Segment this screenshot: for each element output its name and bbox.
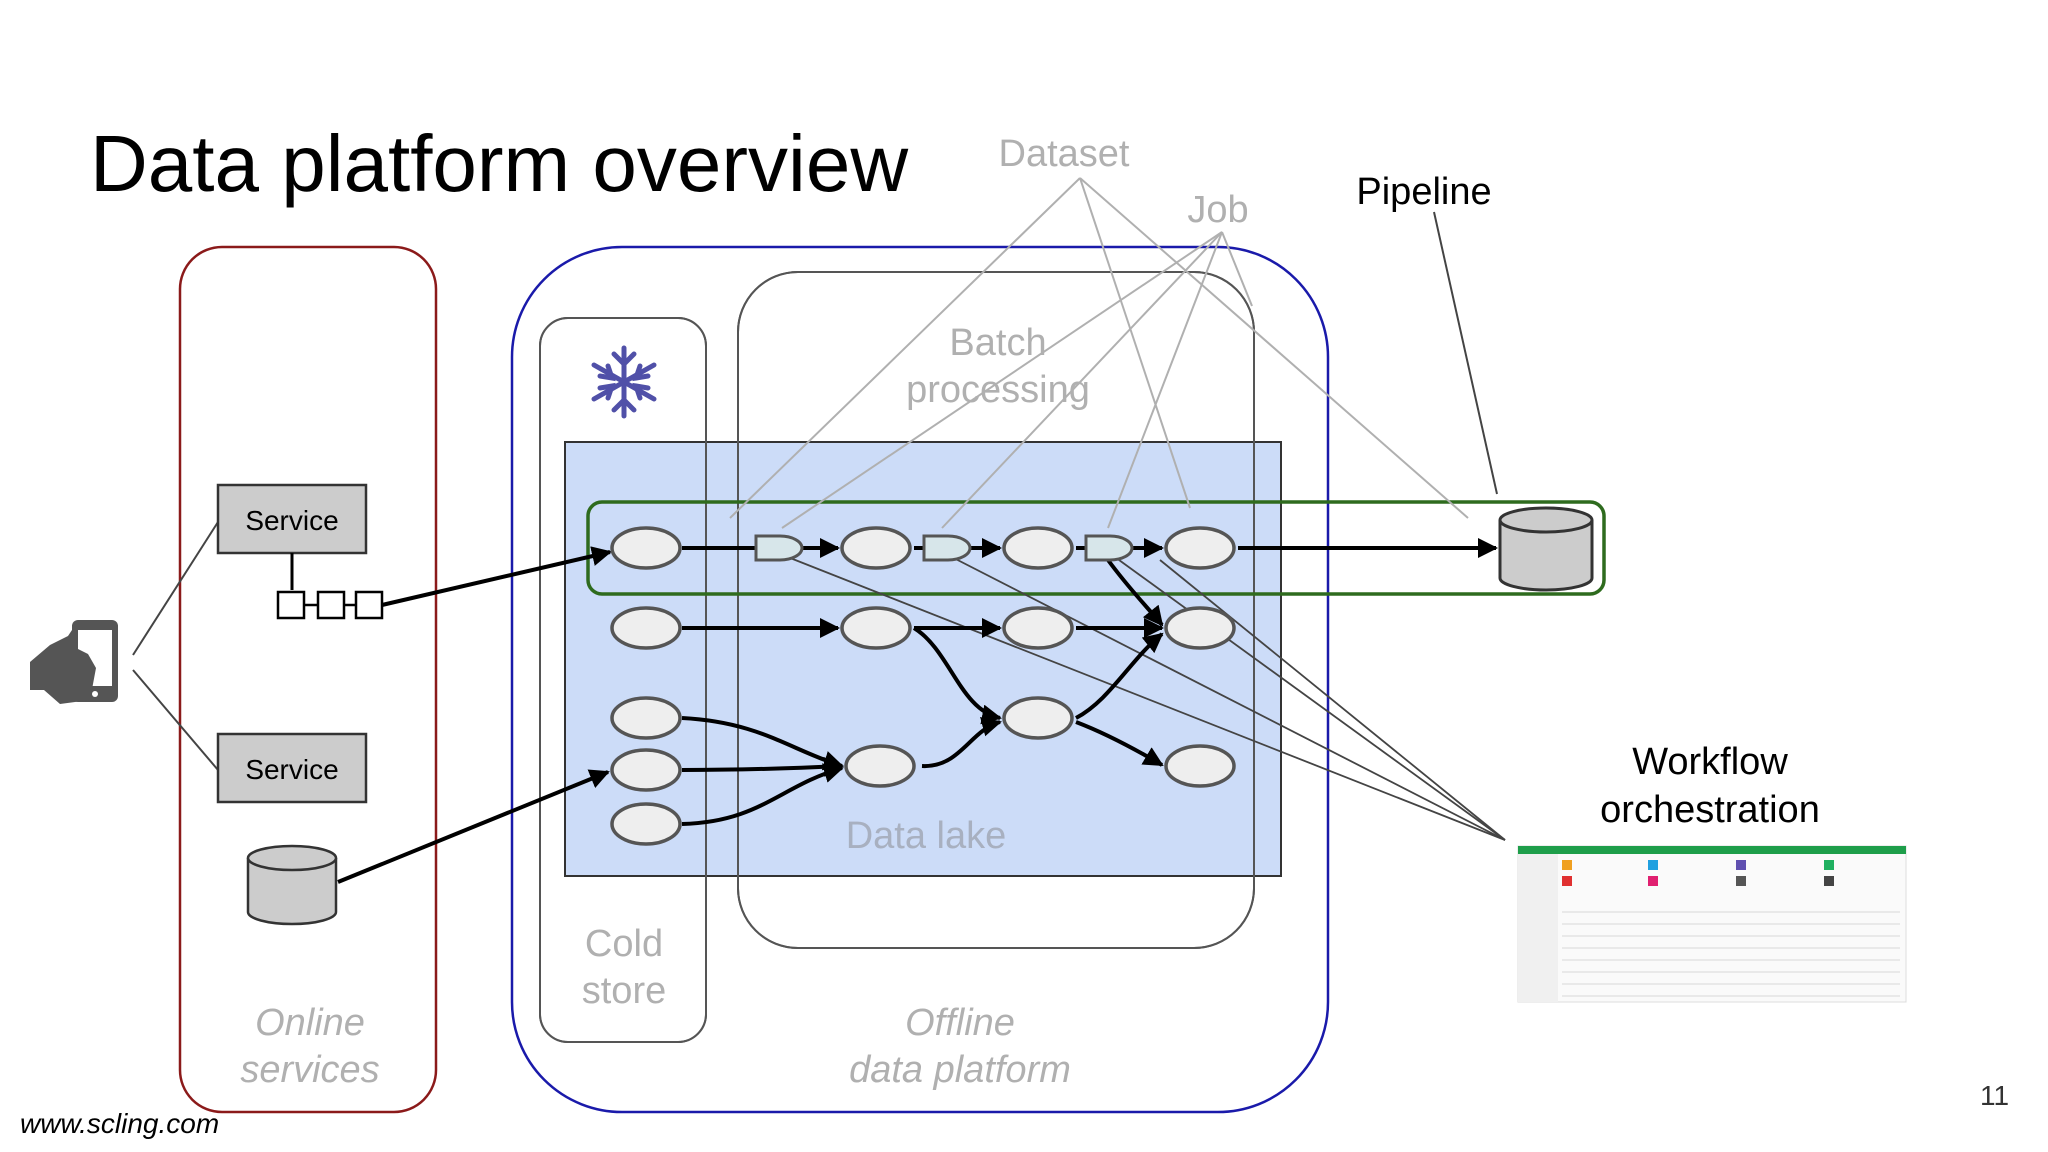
service-label-bottom: Service bbox=[245, 754, 338, 785]
device-links bbox=[132, 521, 219, 771]
pipeline-pointer bbox=[1433, 211, 1498, 495]
dataset-label: Dataset bbox=[999, 133, 1130, 175]
dataset-nodes bbox=[610, 526, 1236, 846]
offline-platform-label-2: data platform bbox=[849, 1049, 1071, 1091]
offline-platform-container bbox=[510, 245, 1330, 1114]
offline-platform-label-1: Offline bbox=[905, 1002, 1015, 1044]
workflow-screenshot-icon bbox=[1517, 845, 1907, 1003]
online-services-label-2: services bbox=[240, 1049, 379, 1091]
data-lake-label: Data lake bbox=[846, 815, 1007, 857]
service-database-icon bbox=[246, 844, 338, 926]
service-label-top: Service bbox=[245, 505, 338, 536]
workflow-label-2: orchestration bbox=[1600, 789, 1820, 831]
service-box-bottom bbox=[216, 732, 368, 804]
online-services-label-1: Online bbox=[255, 1002, 365, 1044]
page-title: Data platform overview bbox=[90, 119, 909, 208]
cold-store-label-1: Cold bbox=[585, 923, 663, 965]
data-lake-region bbox=[564, 441, 1282, 877]
page-number: 11 bbox=[1980, 1080, 2010, 1111]
batch-processing-label-1: Batch bbox=[949, 322, 1046, 364]
message-queue bbox=[276, 590, 384, 620]
workflow-label-1: Workflow bbox=[1632, 741, 1788, 783]
pipeline-label: Pipeline bbox=[1356, 171, 1491, 213]
batch-processing-label-2: processing bbox=[906, 369, 1090, 411]
job-label: Job bbox=[1187, 189, 1248, 231]
cold-store-label-2: store bbox=[582, 970, 666, 1012]
pipeline-container bbox=[586, 500, 1606, 596]
annotation-lines bbox=[729, 177, 1469, 529]
workflow-pointer-lines bbox=[774, 551, 1506, 841]
job-nodes bbox=[754, 534, 1134, 562]
snowflake-icon bbox=[591, 345, 657, 419]
service-box-top bbox=[216, 483, 368, 555]
tablet-touch-icon bbox=[30, 620, 118, 704]
footer-url: www.scling.com bbox=[20, 1108, 220, 1139]
pipeline-database-icon bbox=[1498, 506, 1594, 592]
online-services-container bbox=[178, 245, 438, 1114]
